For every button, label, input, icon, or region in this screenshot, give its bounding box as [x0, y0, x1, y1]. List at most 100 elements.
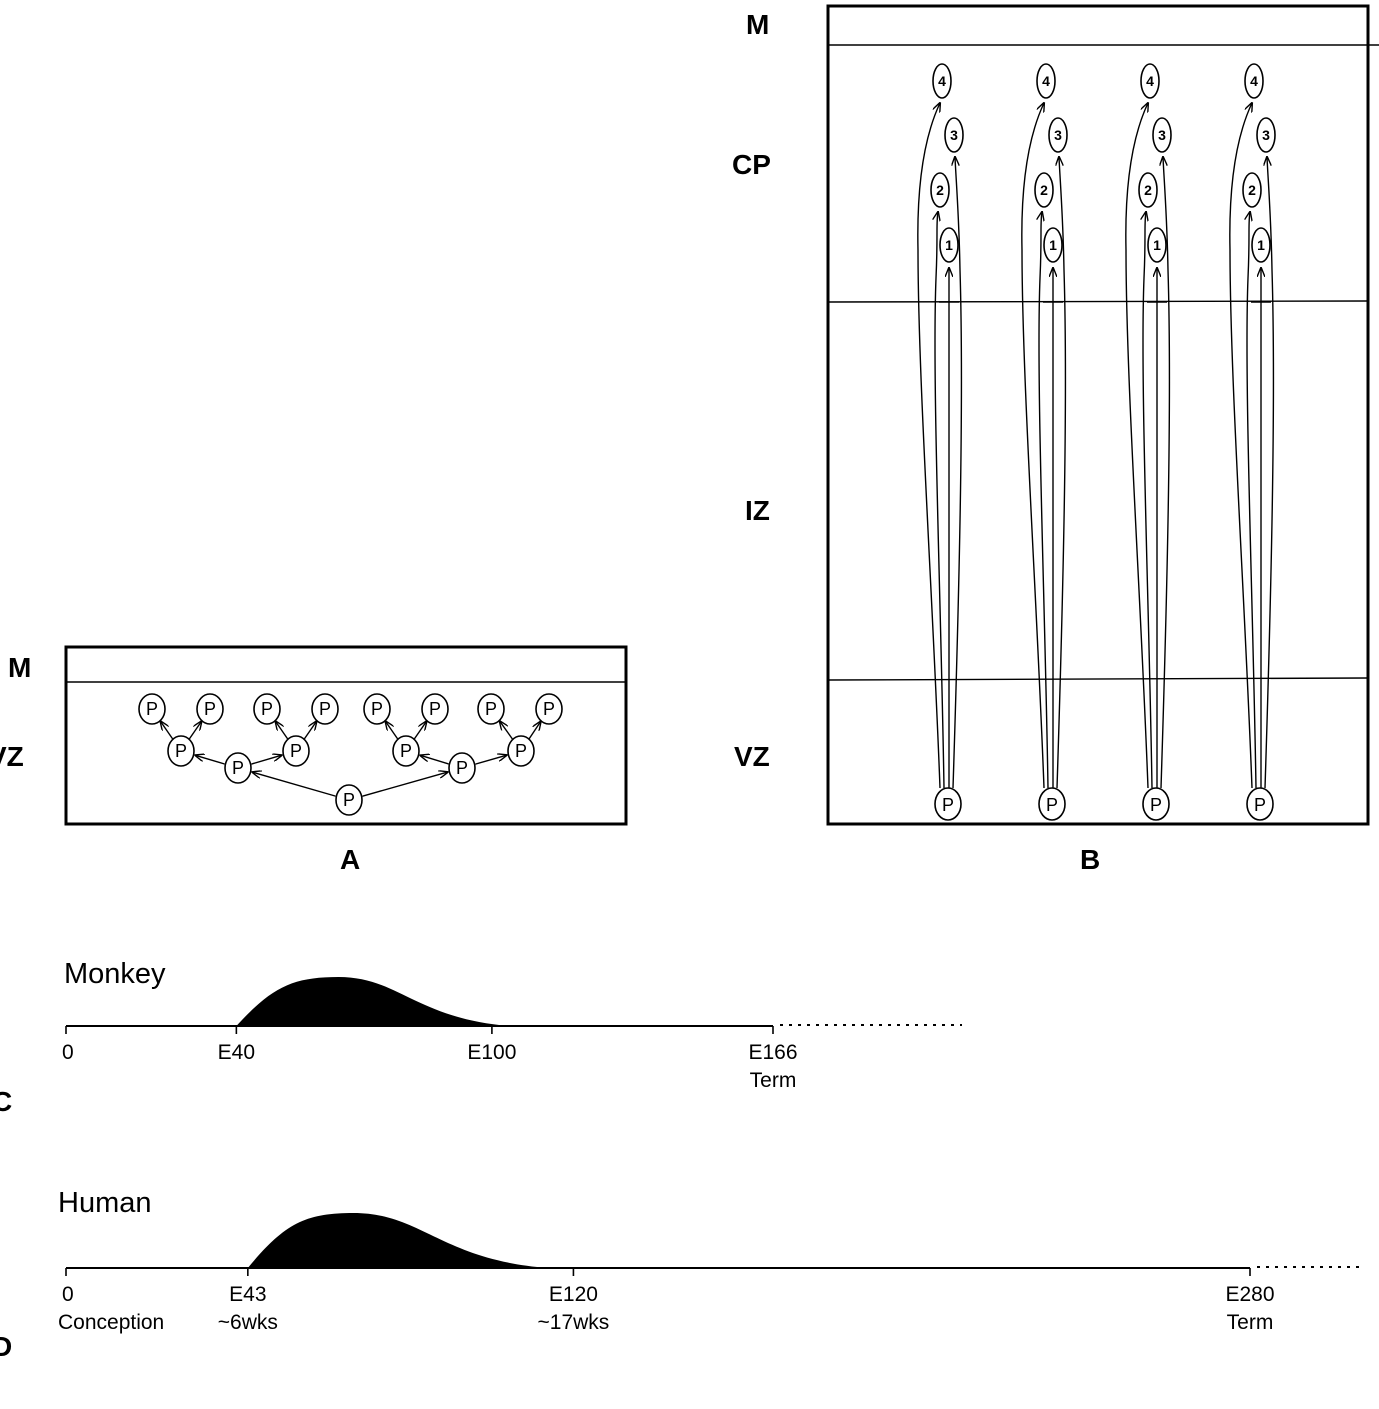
progenitor-cell: P — [535, 693, 563, 725]
neuron-body — [1242, 172, 1262, 208]
progenitor-cell-label: P — [429, 699, 441, 719]
progenitor-cell-body — [535, 693, 563, 725]
migration-path — [1143, 212, 1153, 789]
migration-path — [953, 157, 963, 789]
progenitor-cell-label: P — [175, 741, 187, 761]
progenitor-cell: P — [224, 752, 252, 784]
neuron-body — [1147, 227, 1167, 263]
progenitor-cell: P — [253, 693, 281, 725]
progenitor-cell: P — [934, 787, 962, 821]
division-arrow — [251, 755, 281, 765]
progenitor-cell-label: P — [543, 699, 555, 719]
division-arrow — [420, 755, 449, 765]
division-arrow — [276, 721, 289, 740]
division-arrow — [413, 721, 427, 740]
neuron-label: 4 — [1146, 73, 1154, 89]
axis-tick: E100 — [467, 1026, 516, 1064]
tick-label: ~6wks — [218, 1311, 278, 1334]
neuron-4: 4 — [1036, 63, 1056, 99]
neuron-body — [1251, 227, 1271, 263]
panel-a-frame — [64, 645, 628, 826]
neuron-label: 3 — [1262, 127, 1270, 143]
neuron-body — [930, 172, 950, 208]
progenitor-cell: P — [282, 735, 310, 767]
progenitor-cell-label: P — [485, 699, 497, 719]
progenitor-cell: P — [138, 693, 166, 725]
panel-b-zone-iz: IZ — [745, 495, 770, 526]
neuron-body — [939, 227, 959, 263]
axis-tick: 0 — [62, 1026, 74, 1064]
neuron-label: 3 — [1054, 127, 1062, 143]
neuron-2: 2 — [1242, 172, 1262, 208]
division-arrow — [475, 755, 506, 765]
progenitor-cell-label: P — [1046, 795, 1058, 815]
progenitor-cell: P — [363, 693, 391, 725]
neuron-2: 2 — [930, 172, 950, 208]
progenitor-cell: P — [167, 735, 195, 767]
progenitor-cell-body — [507, 735, 535, 767]
neuron-body — [944, 117, 964, 153]
panel-a-label: A — [340, 844, 360, 875]
progenitor-cell-body — [1038, 787, 1066, 821]
neuron-label: 2 — [1040, 182, 1048, 198]
radial-unit: P 1 2 3 4 — [1021, 63, 1068, 821]
tick-label: E43 — [229, 1283, 266, 1306]
neuron-label: 4 — [1250, 73, 1258, 89]
neuron-body — [1256, 117, 1276, 153]
division-arrow — [188, 721, 202, 740]
panel-d-species: Human — [58, 1187, 152, 1219]
progenitor-cell: P — [392, 735, 420, 767]
migration-path — [1265, 157, 1275, 789]
progenitor-cell-body — [1142, 787, 1170, 821]
panel-b-cp-boundary — [827, 300, 1369, 303]
migration-path — [1039, 212, 1049, 789]
progenitor-cell: P — [448, 752, 476, 784]
migration-path — [935, 212, 945, 789]
progenitor-cell-label: P — [343, 790, 355, 810]
progenitor-cell: P — [196, 693, 224, 725]
progenitor-cell-body — [934, 787, 962, 821]
neuron-label: 2 — [936, 182, 944, 198]
tick-label: E40 — [218, 1041, 255, 1064]
tick-label: ~17wks — [538, 1311, 610, 1334]
panel-d-neurogenesis-curve — [247, 1213, 549, 1268]
panel-b-zone-vz: VZ — [734, 741, 770, 772]
tick-label: E120 — [549, 1283, 598, 1306]
neuron-1: 1 — [1251, 227, 1271, 263]
division-arrow — [362, 772, 447, 797]
neuron-label: 1 — [1049, 237, 1057, 253]
neuron-label: 4 — [938, 73, 946, 89]
tick-label: E166 — [748, 1041, 797, 1064]
progenitor-cell-body — [363, 693, 391, 725]
progenitor-cell-label: P — [371, 699, 383, 719]
radial-unit: P 1 2 3 4 — [917, 63, 964, 821]
panel-b-zone-cp: CP — [732, 149, 771, 180]
progenitor-cell-body — [282, 735, 310, 767]
panel-c-species: Monkey — [64, 958, 166, 990]
tick-label: 0 — [62, 1283, 74, 1306]
neuron-3: 3 — [1152, 117, 1172, 153]
progenitor-cell-label: P — [319, 699, 331, 719]
division-arrow — [161, 721, 174, 740]
panel-c-letter: C — [0, 1086, 12, 1117]
neuron-label: 3 — [950, 127, 958, 143]
progenitor-cell-body — [477, 693, 505, 725]
progenitor-cell: P — [311, 693, 339, 725]
neuron-3: 3 — [1048, 117, 1068, 153]
division-arrow — [195, 755, 225, 765]
neuron-label: 4 — [1042, 73, 1050, 89]
progenitor-cell-label: P — [204, 699, 216, 719]
tick-label: Term — [1227, 1311, 1274, 1334]
migration-path — [1161, 157, 1171, 789]
neuron-1: 1 — [939, 227, 959, 263]
neuron-4: 4 — [1244, 63, 1264, 99]
panel-c-neurogenesis-curve — [236, 977, 509, 1026]
